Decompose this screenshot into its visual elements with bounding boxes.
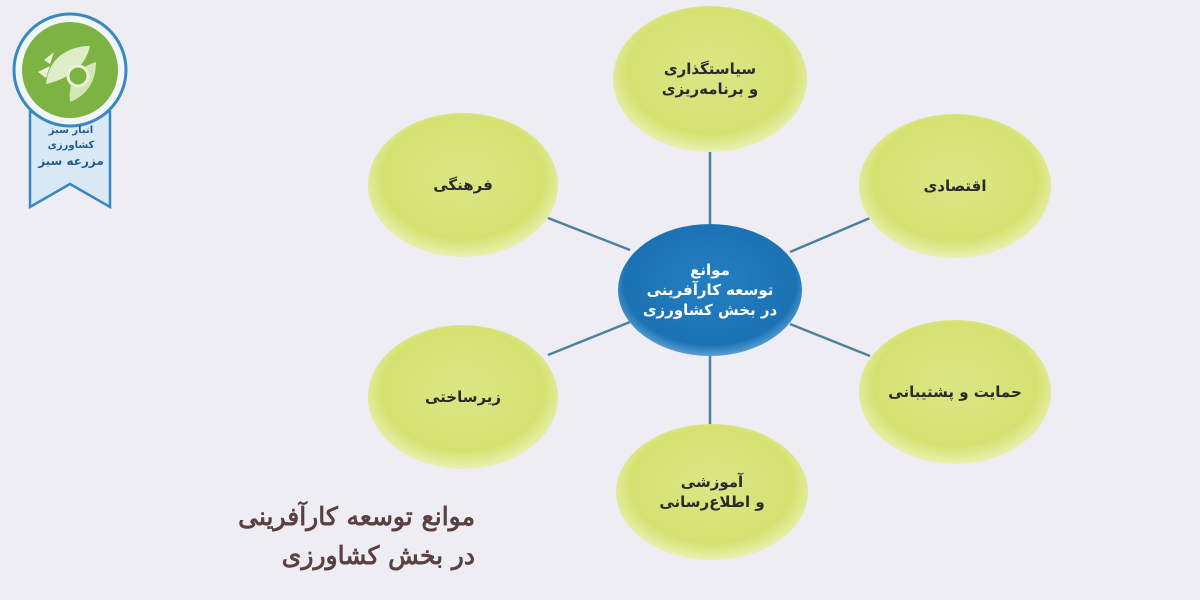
connector-lines	[547, 150, 871, 430]
center-line2: توسعه کارآفرینی	[646, 280, 774, 299]
node-top-line2: و برنامه‌ریزی	[661, 80, 759, 98]
connector-lower-right	[789, 322, 871, 358]
node-label-top: سیاستگذاری و برنامه‌ریزی	[630, 45, 790, 113]
node-label-lower-left: زیرساختی	[383, 381, 543, 413]
logo-text: انبار سبز کشاورزی مزرعه سبز	[30, 124, 112, 170]
connector-upper-left	[547, 216, 631, 252]
center-line1: موانع	[690, 260, 730, 279]
node-lower-right-line1: حمایت و پشتیبانی	[888, 382, 1022, 401]
node-lower-left	[368, 325, 558, 469]
logo-line2: مزرعه سبز	[38, 154, 104, 168]
connector-upper-right	[789, 216, 871, 254]
center-node	[618, 224, 802, 356]
node-lower-left-line1: زیرساختی	[424, 387, 502, 406]
diagram-caption: موانع توسعه کارآفرینی در بخش کشاورزی	[95, 498, 475, 576]
node-lower-right	[859, 320, 1051, 464]
node-label-bottom: آموزشی و اطلاع‌رسانی	[632, 458, 792, 526]
node-label-upper-left: فرهنگی	[383, 169, 543, 201]
node-upper-left	[368, 113, 558, 257]
center-node-label: موانع توسعه کارآفرینی در بخش کشاورزی	[622, 240, 798, 340]
node-label-upper-right: اقتصادی	[875, 170, 1035, 202]
node-upper-left-line1: فرهنگی	[433, 175, 493, 194]
brand-logo	[12, 12, 128, 210]
logo-line1: انبار سبز کشاورزی	[47, 125, 95, 151]
caption-line1: موانع توسعه کارآفرینی	[238, 502, 475, 531]
node-bottom-line2: و اطلاع‌رسانی	[659, 493, 765, 511]
node-bottom	[616, 424, 808, 560]
caption-line2: در بخش کشاورزی	[281, 540, 475, 570]
leaf-wheat-logo-icon	[38, 46, 96, 102]
node-bottom-line1: آموزشی	[680, 472, 744, 491]
node-upper-right-line1: اقتصادی	[923, 176, 987, 195]
node-label-lower-right: حمایت و پشتیبانی	[870, 376, 1040, 408]
node-top-line1: سیاستگذاری	[663, 59, 757, 78]
node-upper-right	[859, 114, 1051, 258]
connector-lower-left	[547, 320, 631, 357]
center-line3: در بخش کشاورزی	[642, 301, 778, 320]
node-top	[613, 6, 807, 152]
